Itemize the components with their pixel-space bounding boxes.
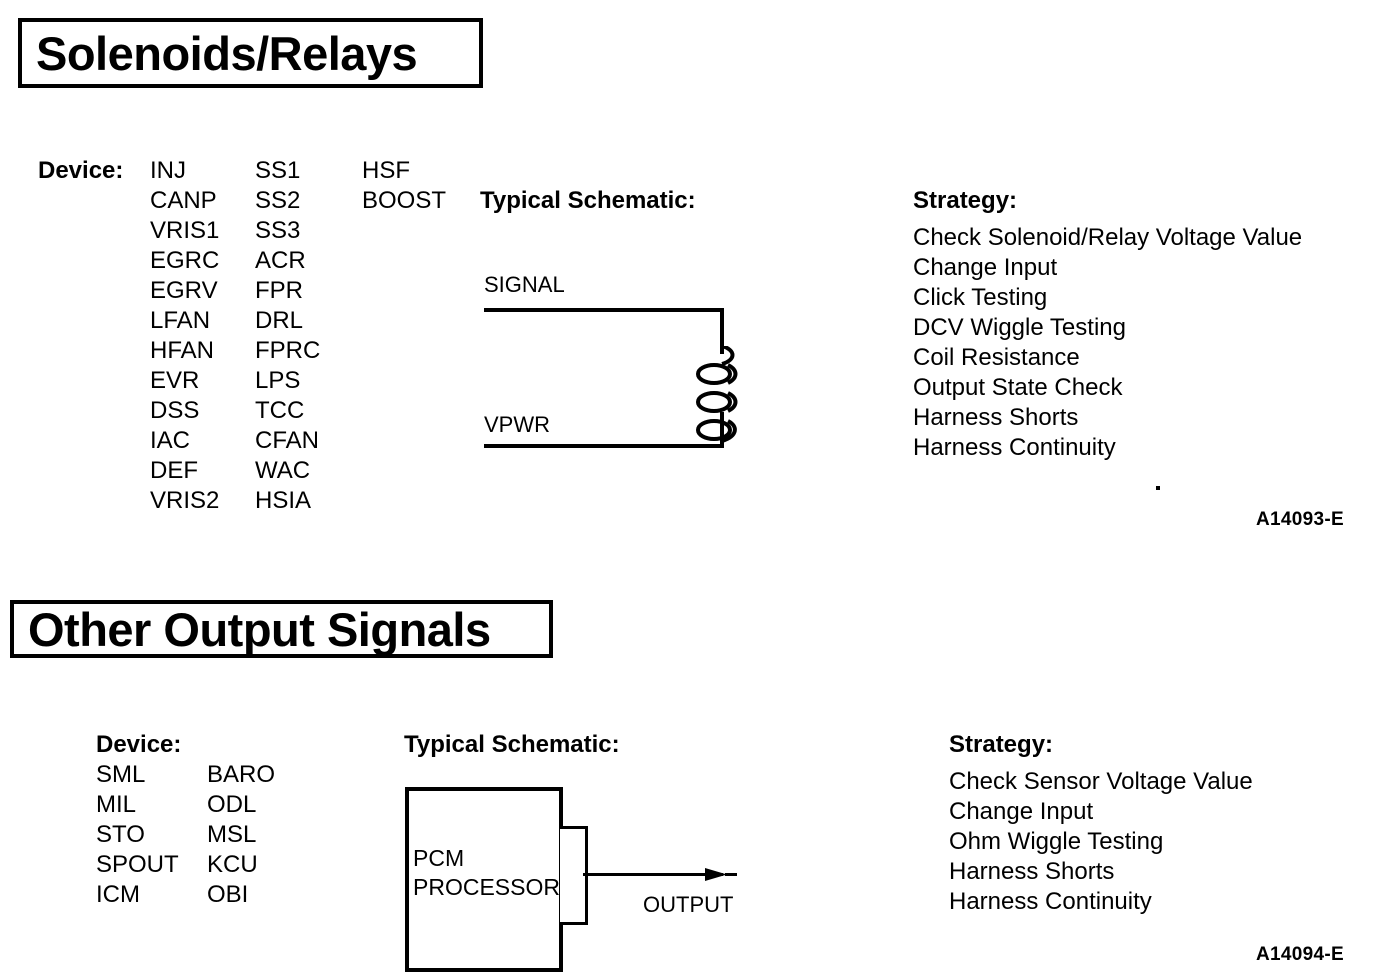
device-item: SS3 [255,217,301,244]
device-item: SML [96,761,146,788]
device-item: STO [96,821,145,848]
device-heading-2: Device: [96,731,182,758]
device-item: INJ [150,157,186,184]
pcm-processor-box [405,787,563,972]
pcm-output-schematic: PCM PROCESSOR OUTPUT [405,787,750,978]
device-item: OBI [207,881,249,908]
output-label: OUTPUT [643,892,734,917]
pcm-processor-label: PCM PROCESSOR [413,844,560,902]
strategy-item: DCV Wiggle Testing [913,314,1126,341]
device-item: MSL [207,821,257,848]
device-item: EGRV [150,277,218,304]
device-item: DSS [150,397,200,424]
device-item: SS2 [255,187,301,214]
strategy-item: Harness Continuity [913,434,1116,461]
device-item: EVR [150,367,200,394]
schematic-heading-2: Typical Schematic: [404,731,620,758]
strategy-item: Coil Resistance [913,344,1080,371]
device-item: ODL [207,791,257,818]
device-item: MIL [96,791,137,818]
device-item: LFAN [150,307,211,334]
schematic-heading-1: Typical Schematic: [480,187,696,214]
device-item: DRL [255,307,304,334]
section-title-text: Other Output Signals [28,602,491,656]
arrow-right-icon [705,868,737,881]
signal-wire-label: SIGNAL [484,272,565,297]
strategy-list-1: Check Solenoid/Relay Voltage Value Chang… [913,223,1302,463]
device-item: ICM [96,881,140,908]
solenoid-coil-schematic: SIGNAL VPWR [480,272,750,462]
device-item: KCU [207,851,258,878]
device-item: EGRC [150,247,220,274]
figure-code-1: A14093-E [1256,509,1344,530]
strategy-item: Check Solenoid/Relay Voltage Value [913,224,1303,251]
device-item: DEF [150,457,198,484]
section-title-box-solenoids-relays: Solenoids/Relays [18,18,483,88]
device-item: FPRC [255,337,321,364]
strategy-item: Check Sensor Voltage Value [949,768,1253,795]
device-item: IAC [150,427,191,454]
device-item: LPS [255,367,301,394]
device-item: ACR [255,247,306,274]
device-item: FPR [255,277,303,304]
strategy-item: Harness Shorts [949,858,1115,885]
strategy-heading-2: Strategy: [949,731,1054,758]
section-title-text: Solenoids/Relays [36,26,418,80]
pcm-label-line-1: PCM [413,845,465,871]
pcm-label-line-2: PROCESSOR [413,874,560,900]
device-column-2-section-1: SS1 SS2 SS3 ACR FPR DRL FPRC LPS TCC CFA… [255,156,320,516]
device-item: SS1 [255,157,301,184]
coil-icon [696,346,738,443]
vpwr-wire-label: VPWR [484,412,550,437]
signal-wire [484,308,724,312]
device-column-1-section-2: SML MIL STO SPOUT ICM [96,760,179,910]
device-item: VRIS1 [150,217,220,244]
strategy-list-2: Check Sensor Voltage Value Change Input … [949,767,1253,917]
strategy-item: Click Testing [913,284,1048,311]
section-title-box-other-output-signals: Other Output Signals [10,600,553,658]
device-item: VRIS2 [150,487,220,514]
device-item: BOOST [362,187,447,214]
device-item: CFAN [255,427,320,454]
vpwr-wire-rise [720,412,724,448]
strategy-item: Output State Check [913,374,1123,401]
strategy-item: Harness Continuity [949,888,1152,915]
device-heading-1: Device: [38,157,124,184]
strategy-item: Change Input [949,798,1094,825]
output-wire [583,873,723,876]
device-column-2-section-2: BARO ODL MSL KCU OBI [207,760,275,910]
device-item: HSF [362,157,410,184]
device-column-1-section-1: INJ CANP VRIS1 EGRC EGRV LFAN HFAN EVR D… [150,156,219,516]
strategy-heading-1: Strategy: [913,187,1018,214]
device-item: BARO [207,761,276,788]
device-item: CANP [150,187,217,214]
device-item: WAC [255,457,311,484]
vpwr-wire [484,444,724,448]
device-item: TCC [255,397,305,424]
scan-artifact-speck [1156,486,1160,490]
strategy-item: Harness Shorts [913,404,1079,431]
figure-code-2: A14094-E [1256,944,1344,965]
device-item: HSIA [255,487,312,514]
device-item: HFAN [150,337,215,364]
strategy-item: Ohm Wiggle Testing [949,828,1164,855]
strategy-item: Change Input [913,254,1058,281]
device-item: SPOUT [96,851,179,878]
signal-wire-drop [720,308,724,354]
device-column-3-section-1: HSF BOOST [362,156,446,216]
